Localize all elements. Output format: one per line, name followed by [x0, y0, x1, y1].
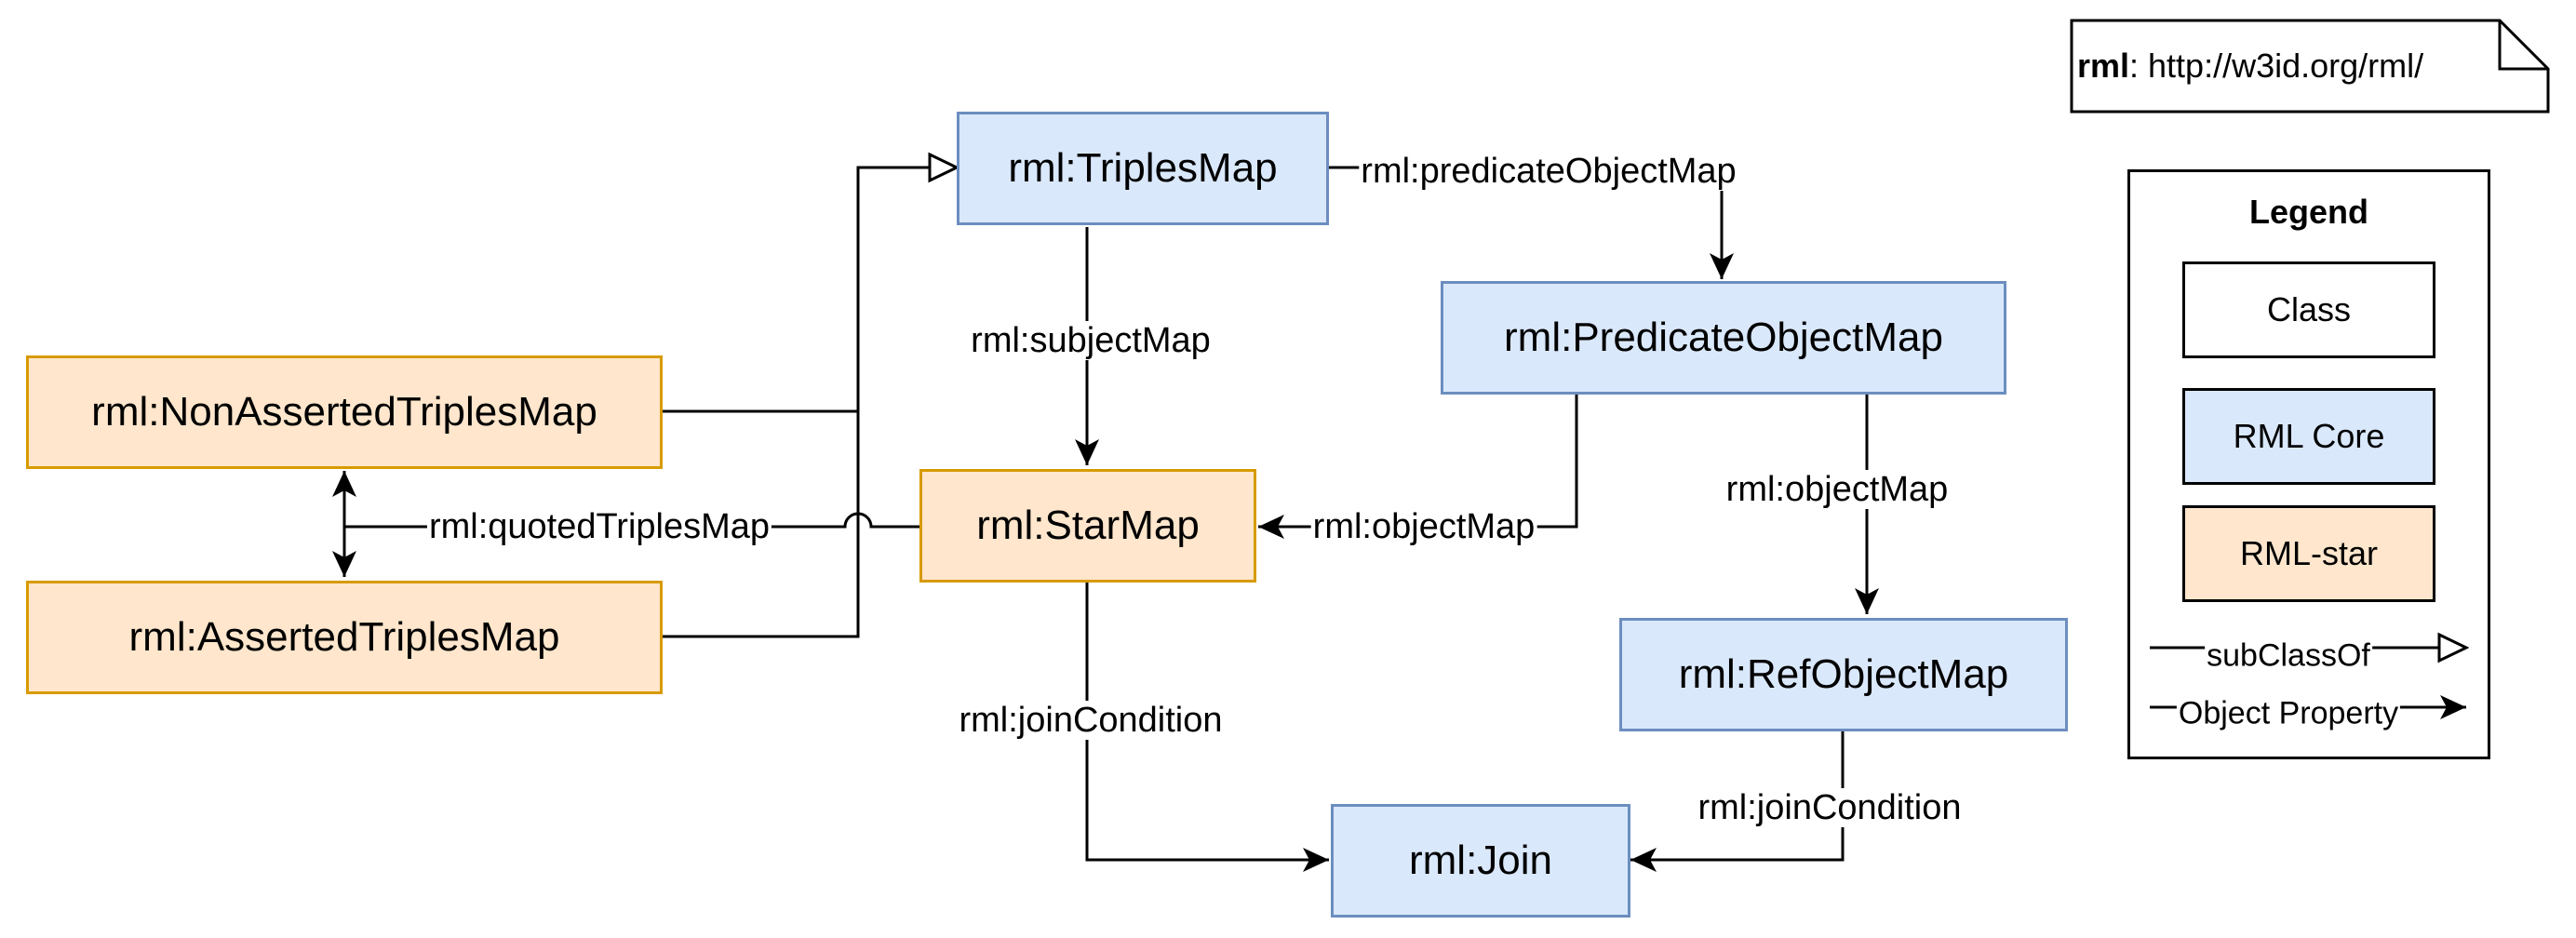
edge-subclass-asserted: [663, 411, 860, 638]
node-label: rml:TriplesMap: [1008, 145, 1278, 191]
node-asserted-triples-map[interactable]: rml:AssertedTriplesMap: [26, 581, 663, 694]
node-label: rml:StarMap: [976, 502, 1200, 548]
node-non-asserted-triples-map[interactable]: rml:NonAssertedTriplesMap: [26, 355, 663, 469]
namespace-note-shape: [2070, 19, 2550, 114]
legend-core-label: RML Core: [2233, 417, 2385, 455]
legend-star-label: RML-star: [2239, 534, 2378, 572]
edge-join-condition-ref: [1630, 730, 1845, 872]
namespace-prefix: rml: [2077, 47, 2130, 85]
node-label: rml:NonAssertedTriplesMap: [91, 389, 597, 435]
node-label: rml:RefObjectMap: [1678, 651, 2009, 697]
edge-join-condition-star: [1085, 581, 1329, 872]
legend-core-swatch: RML Core: [2182, 388, 2435, 485]
legend: Legend Class RML Core RML-star subClassO…: [2127, 169, 2490, 759]
node-label: rml:PredicateObjectMap: [1504, 315, 1943, 360]
edge-quoted-triples-map: [344, 512, 919, 529]
edge-label-object-map-star: rml:objectMap: [1310, 507, 1537, 546]
legend-subclass-label: subClassOf: [2205, 637, 2372, 675]
node-ref-object-map[interactable]: rml:RefObjectMap: [1619, 618, 2068, 731]
legend-title: Legend: [2248, 193, 2368, 231]
legend-class-swatch: Class: [2182, 261, 2435, 358]
edge-subclass-nonasserted: [663, 168, 957, 413]
legend-star-swatch: RML-star: [2182, 505, 2435, 602]
legend-class-label: Class: [2266, 290, 2352, 328]
edge-label-subject-map: rml:subjectMap: [969, 321, 1213, 360]
namespace-note: rml: http://w3id.org/rml/: [2077, 47, 2423, 86]
namespace-uri: : http://w3id.org/rml/: [2129, 47, 2424, 85]
node-label: rml:Join: [1408, 838, 1553, 883]
node-star-map[interactable]: rml:StarMap: [919, 469, 1256, 583]
legend-object-property-label: Object Property: [2176, 695, 2401, 732]
edge-label-object-map-ref: rml:objectMap: [1724, 470, 1951, 509]
node-predicate-object-map[interactable]: rml:PredicateObjectMap: [1441, 281, 2006, 395]
edge-label-quoted-triples-map: rml:quotedTriplesMap: [426, 507, 772, 546]
edge-label-join-condition-ref: rml:joinCondition: [1696, 788, 1964, 827]
node-join[interactable]: rml:Join: [1331, 804, 1630, 918]
edge-label-predicate-object-map: rml:predicateObjectMap: [1359, 152, 1738, 191]
edge-label-join-condition-star: rml:joinCondition: [957, 701, 1225, 740]
node-label: rml:AssertedTriplesMap: [128, 614, 560, 660]
node-triples-map[interactable]: rml:TriplesMap: [957, 112, 1329, 225]
